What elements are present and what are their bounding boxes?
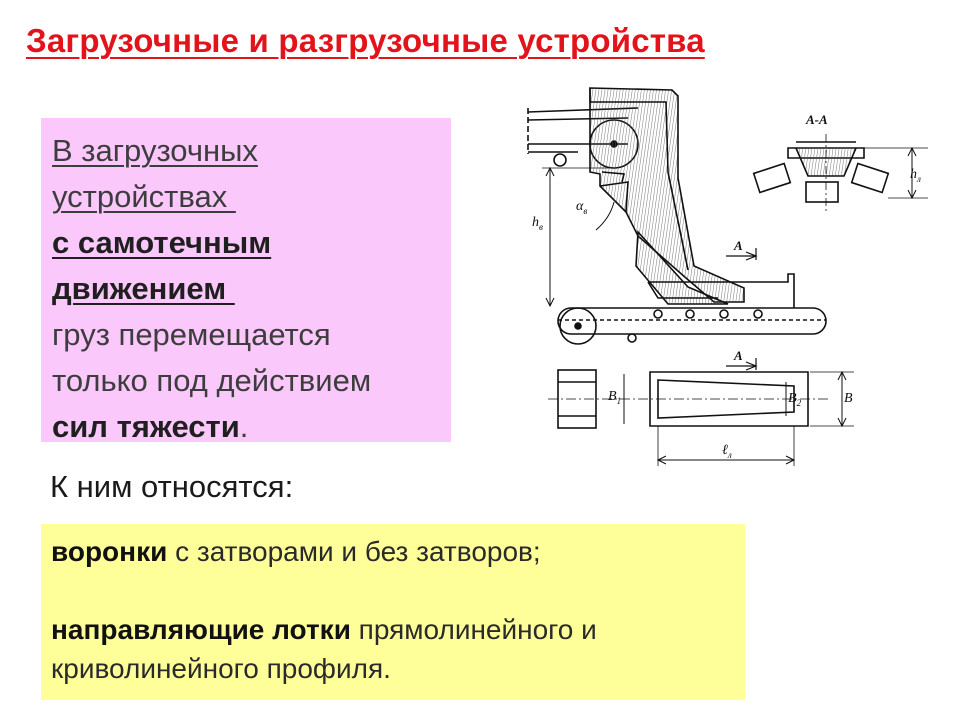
intro-line-5: груз перемещается (52, 317, 331, 352)
label-arrow-a-bottom: А (733, 348, 743, 363)
item-chutes-line-2: криволинейного профиля. (51, 653, 391, 684)
item-chutes-text: прямолинейного и (350, 614, 597, 645)
lower-pulley (559, 307, 597, 345)
slide-title: Загрузочные и разгрузочные устройства (26, 22, 705, 59)
item-funnels: воронки с затворами и без затворов; (51, 532, 745, 571)
intro-line-7: сил тяжести. (52, 404, 451, 450)
dim-l: ℓл (722, 443, 732, 460)
intro-line-3: с самотечным (52, 225, 272, 260)
dim-b: B (844, 391, 853, 406)
lower-rollers (627, 309, 763, 343)
items-spacer (51, 571, 745, 610)
intro-line-4: движением (52, 271, 235, 306)
items-box: воронки с затворами и без затворов; напр… (41, 524, 745, 700)
loading-device-drawing: А-А А А hв αв hл B1 B2 B ℓл (527, 87, 928, 466)
intro-line-1: В загрузочных (52, 133, 258, 168)
item-funnels-text: с затворами и без затворов; (167, 536, 541, 567)
item-funnels-term: воронки (51, 536, 168, 567)
item-chutes-term: направляющие лотки (51, 614, 351, 645)
dim-alpha: αв (576, 199, 587, 216)
intro-line-2: устройствах (52, 179, 236, 214)
idler-wheel (553, 153, 567, 167)
plan-view-chute (649, 371, 809, 427)
dim-h: hв (532, 215, 543, 232)
intro-box: В загрузочных устройствах с самотечным д… (41, 118, 451, 444)
dim-hl: hл (910, 167, 921, 184)
upper-conveyor-frame (527, 107, 639, 153)
label-arrow-a-top: А (733, 238, 743, 253)
subheading: К ним относятся: (50, 469, 294, 504)
dim-b2: B2 (788, 391, 802, 408)
lower-conveyor-belt (557, 307, 827, 335)
label-section-a-a: А-А (805, 112, 828, 127)
dim-b1: B1 (608, 389, 621, 406)
intro-period: . (239, 409, 249, 444)
chute-wall (635, 230, 729, 305)
intro-line-6: только под действием (52, 363, 372, 398)
intro-bold-term: сил тяжести (52, 409, 240, 444)
item-chutes: направляющие лотки прямолинейного и (51, 610, 745, 649)
